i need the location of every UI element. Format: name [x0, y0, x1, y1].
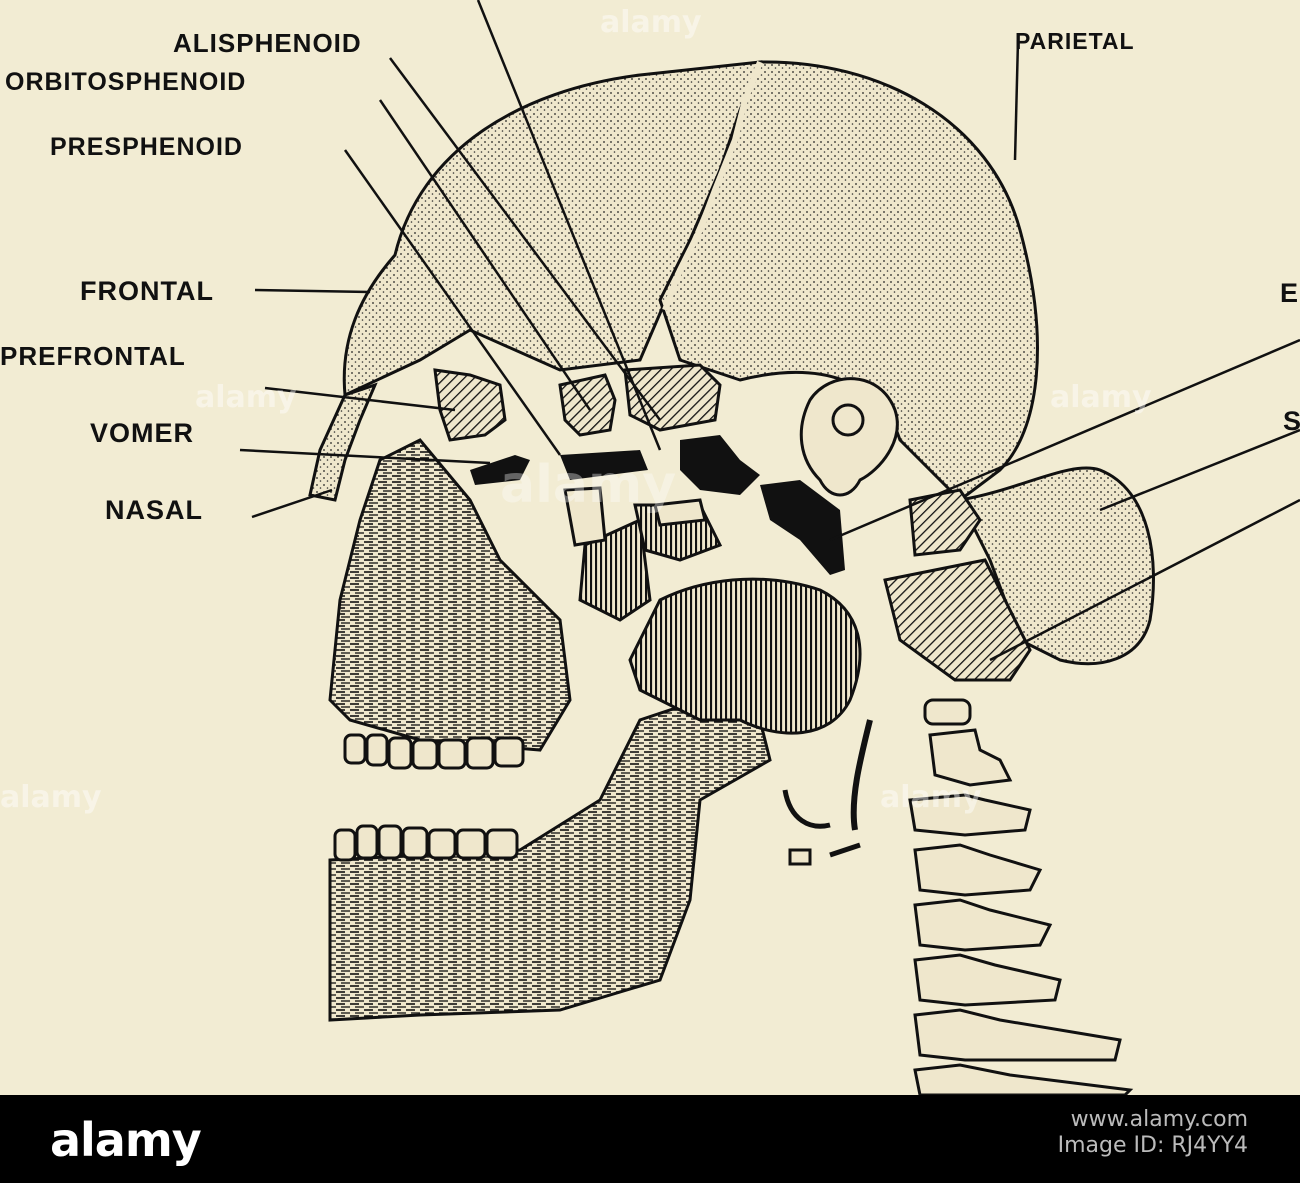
skull-diagram: ALISPHENOID PARIETAL ORBITOSPHENOID PRES…	[0, 0, 1300, 1095]
presphenoid-bone	[560, 450, 648, 480]
watermark-tile: alamy	[880, 780, 982, 815]
label-cut-e: E	[1280, 278, 1300, 308]
nasal-bone	[308, 382, 378, 502]
skull-drawing	[239, 0, 1300, 1095]
occipital-bone	[957, 466, 1155, 666]
stock-url[interactable]: www.alamy.com	[1070, 1107, 1248, 1132]
pterygoid-bone	[628, 577, 862, 735]
squamosal-bone	[883, 558, 1032, 682]
basioccipital-bone	[760, 480, 845, 575]
label-presphenoid: PRESPHENOID	[50, 133, 243, 161]
exoccipital-bone	[908, 488, 982, 557]
maxilla-bone	[328, 438, 572, 752]
label-nasal: NASAL	[105, 495, 203, 525]
watermark-tile: alamy	[600, 5, 702, 40]
label-orbitosphenoid: ORBITOSPHENOID	[5, 68, 247, 96]
upper-teeth	[343, 733, 525, 770]
watermark-tile: alamy	[0, 780, 102, 815]
palatine-bone	[578, 517, 652, 622]
label-prefrontal: PREFRONTAL	[0, 341, 186, 371]
label-parietal: PARIETAL	[1015, 28, 1135, 54]
leader-lines	[239, 0, 1300, 662]
vomer-bone	[470, 455, 530, 485]
label-cut-s: S	[1283, 406, 1300, 436]
basisphenoid-bone	[680, 435, 760, 495]
prefrontal-bone	[433, 368, 507, 442]
ear-bone	[799, 377, 899, 497]
label-alisphenoid: ALISPHENOID	[173, 28, 362, 58]
alamy-logo[interactable]: alamy	[50, 1113, 202, 1167]
label-vomer: VOMER	[90, 418, 195, 448]
watermark-tile: alamy	[195, 380, 297, 415]
parietal-bone	[658, 60, 1039, 502]
stock-footer-bar: alamy www.alamy.com Image ID: RJ4YY4	[0, 1095, 1300, 1183]
watermark-tile: alamy	[1050, 380, 1152, 415]
alisphenoid-bone	[623, 363, 722, 432]
cervical-vertebrae	[908, 698, 1134, 1095]
label-frontal: FRONTAL	[80, 276, 214, 306]
stock-image-id: Image ID: RJ4YY4	[1057, 1133, 1248, 1158]
watermark-center: alamy	[500, 455, 677, 515]
lower-teeth	[333, 824, 519, 862]
mandible-bone	[328, 698, 772, 1022]
